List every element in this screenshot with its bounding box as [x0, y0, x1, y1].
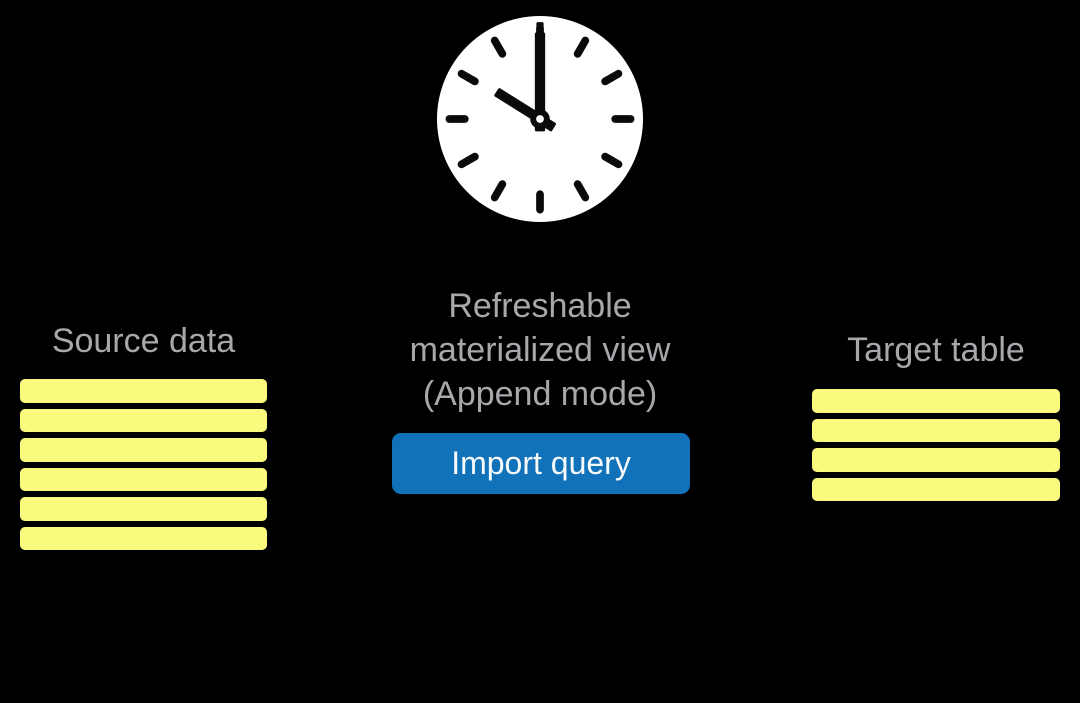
table-row-bar [20, 408, 267, 432]
clock-icon-svg [437, 16, 643, 222]
table-row-bar [812, 389, 1060, 413]
target-table [812, 389, 1060, 501]
table-row-bar [812, 448, 1060, 472]
target-table-label: Target table [847, 331, 1025, 369]
clock-tick-marks [445, 24, 635, 214]
source-data-table [20, 379, 267, 550]
table-row-bar [20, 438, 267, 462]
import-query-button[interactable]: Import query [392, 433, 690, 494]
clock-pivot-hole [536, 115, 544, 123]
table-row-bar [20, 467, 267, 491]
view-label-line-1: Refreshable [448, 287, 632, 325]
source-data-label: Source data [51, 322, 236, 360]
table-row-bar [812, 477, 1060, 501]
materialized-view-label: Refreshable materialized view (Append mo… [330, 284, 750, 416]
table-row-bar [812, 418, 1060, 442]
view-label-line-3: (Append mode) [422, 375, 658, 413]
view-label-line-2: materialized view [409, 331, 671, 369]
table-row-bar [20, 526, 267, 550]
table-row-bar [20, 379, 267, 403]
table-row-bar [20, 497, 267, 521]
clock-icon [437, 16, 643, 222]
minute-hand [534, 32, 546, 132]
